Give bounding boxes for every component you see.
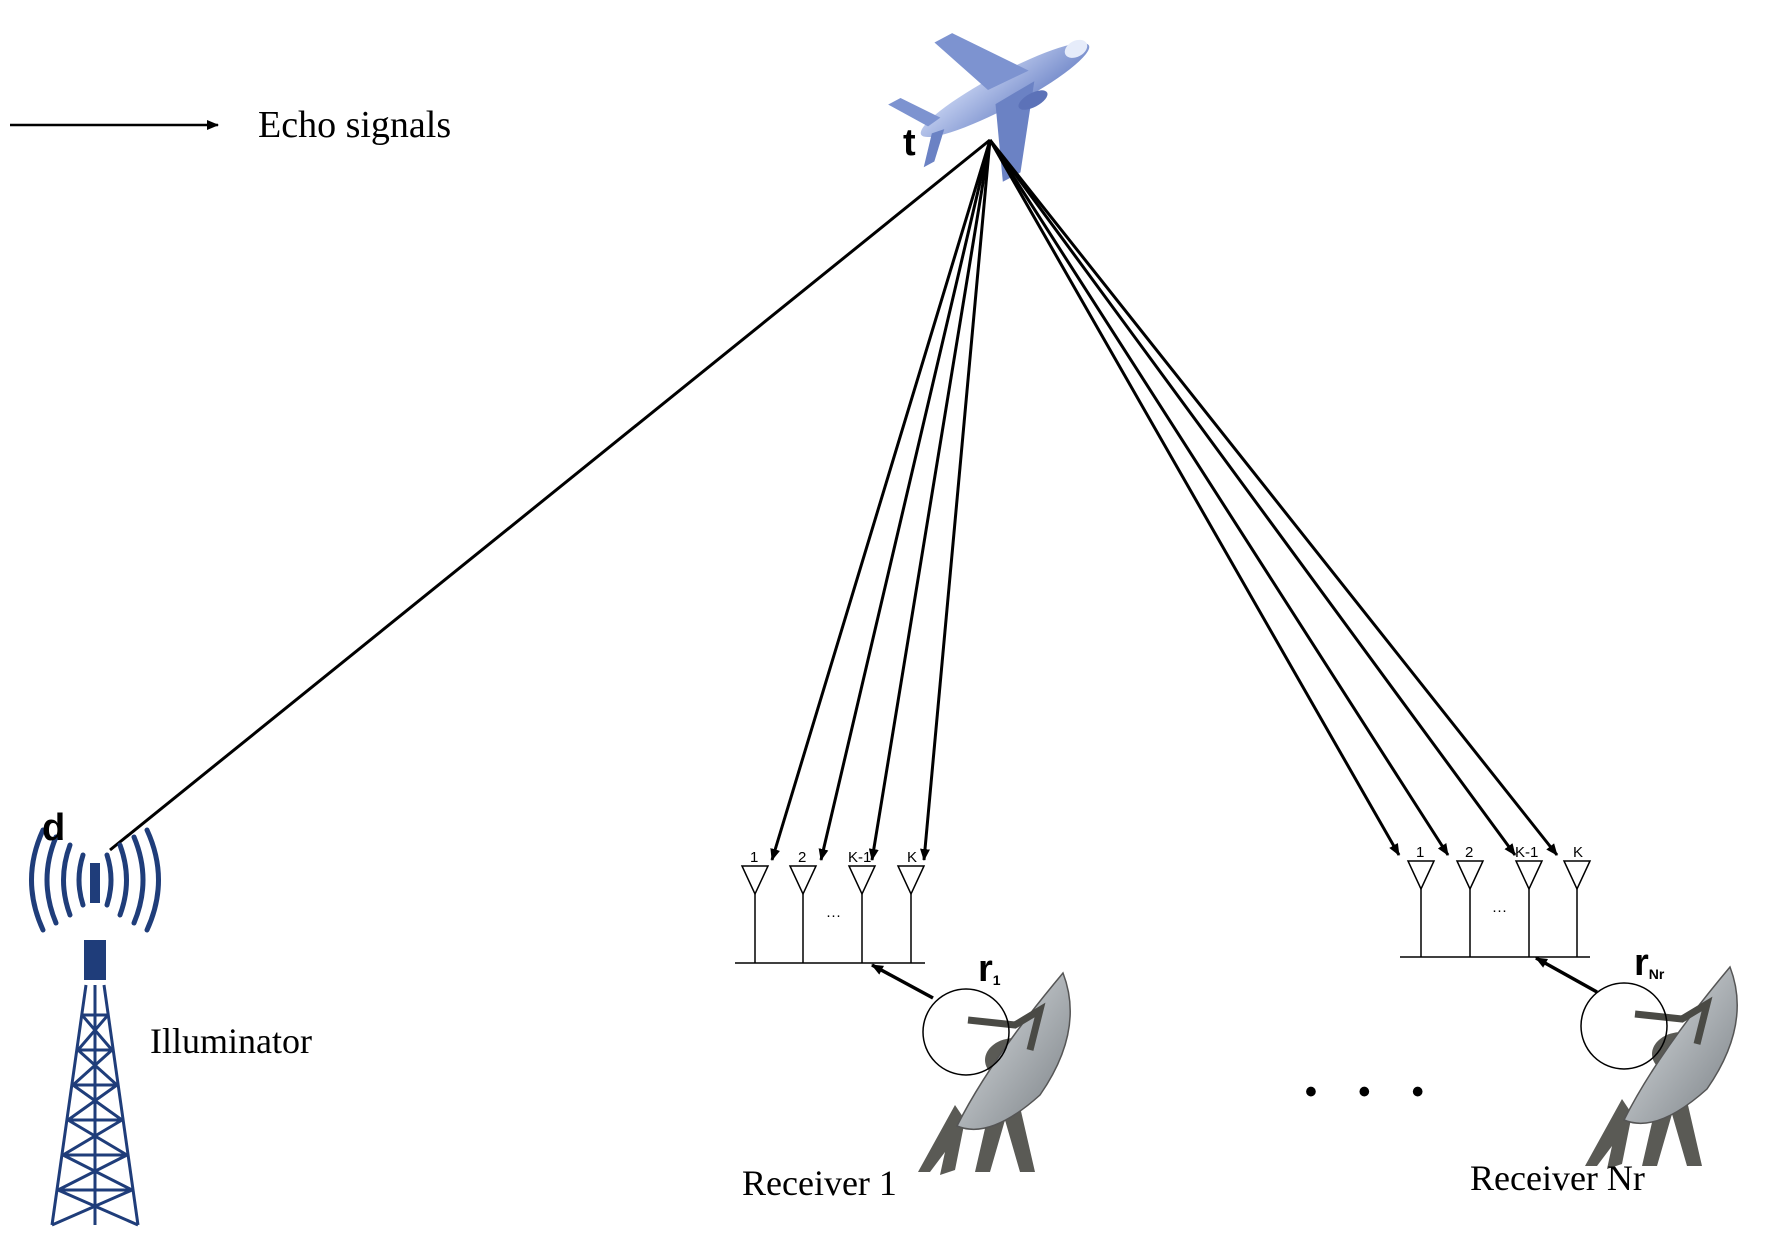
legend-label: Echo signals [258, 104, 451, 146]
legend: Echo signals [10, 104, 451, 146]
antenna-label: 1 [750, 849, 758, 866]
echo-arrow [988, 139, 1401, 856]
echo-arrow [988, 139, 1517, 856]
antenna-gap-label: ··· [826, 907, 841, 924]
antenna-element [1514, 860, 1544, 957]
antenna-array-receiver-1 [735, 865, 926, 964]
airplane-icon [888, 33, 1090, 182]
echo-arrow [988, 139, 1559, 856]
receiver-position-subscript: 1 [993, 972, 1001, 988]
antenna-label: K-1 [848, 849, 871, 866]
illuminator-label: Illuminator [150, 1021, 312, 1061]
echo-arrow [920, 139, 992, 861]
illuminator-position-label: d [42, 807, 65, 849]
antenna-label: K-1 [1515, 844, 1538, 861]
satellite-dish-icon [918, 971, 1071, 1175]
antenna-element [1406, 860, 1436, 957]
antenna-label: K [907, 849, 917, 866]
antenna-element [788, 865, 818, 963]
receivers-ellipsis: • • • [1305, 1073, 1440, 1111]
echo-arrows-receiver-nr [988, 139, 1559, 856]
antenna-element [847, 865, 877, 963]
echo-arrows-receiver-1 [770, 139, 992, 861]
receiver-name: Receiver Nr [1470, 1158, 1645, 1198]
echo-arrow [818, 139, 992, 861]
antenna-element [1455, 860, 1485, 957]
receiver-position-label: rNr [1634, 942, 1665, 984]
receiver-position-circle [922, 988, 1010, 1076]
antenna-element [896, 865, 926, 963]
antenna-array-receiver-nr [1400, 860, 1592, 958]
receiver-position-subscript: Nr [1649, 966, 1665, 982]
receiver-position-label: r1 [978, 948, 1001, 990]
antenna-gap-label: ··· [1492, 902, 1507, 919]
receiver-position-letter: r [978, 948, 993, 990]
receiver-to-array-arrow [1535, 956, 1598, 994]
echo-arrow [988, 139, 1450, 856]
antenna-labels-receiver-nr: 1 2 K-1 K ··· [1416, 844, 1583, 919]
satellite-dish-icon [1585, 965, 1738, 1169]
target-label: t [903, 122, 916, 164]
antenna-label: 2 [798, 849, 806, 866]
receiver-to-array-arrow [871, 963, 934, 1000]
antenna-label: 2 [1465, 844, 1473, 861]
antenna-label: 1 [1416, 844, 1424, 861]
receiver-position-letter: r [1634, 942, 1649, 984]
echo-arrow [868, 139, 992, 861]
receiver-position-circle [1580, 982, 1668, 1070]
antenna-element [740, 865, 770, 963]
antenna-label: K [1573, 844, 1583, 861]
illumination-path [109, 138, 991, 852]
antenna-element [1562, 860, 1592, 957]
echo-arrow [770, 139, 992, 861]
receiver-name: Receiver 1 [742, 1163, 897, 1203]
antenna-labels-receiver-1: 1 2 K-1 K ··· [750, 849, 917, 924]
tower-icon [29, 827, 161, 1227]
